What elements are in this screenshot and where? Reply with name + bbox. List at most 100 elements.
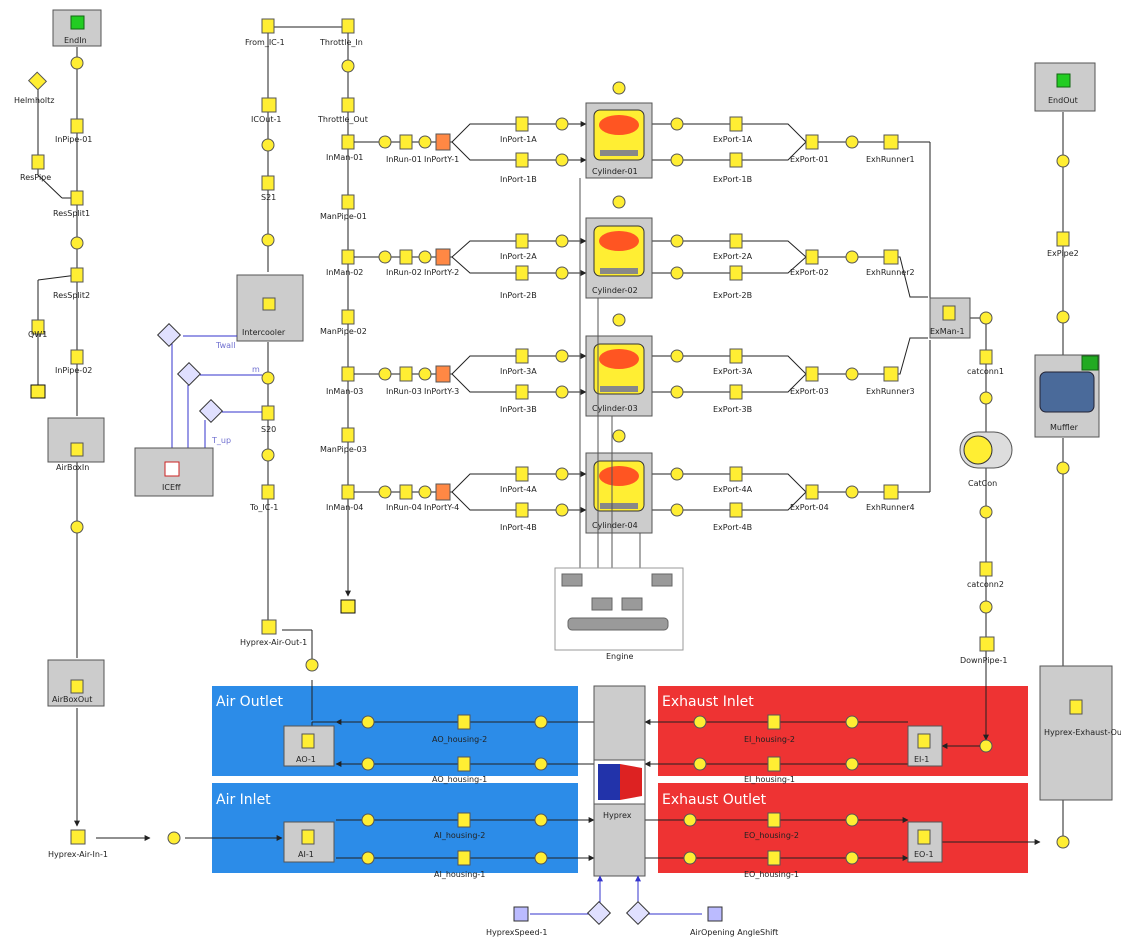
exhrunner-2-label: ExhRunner2 xyxy=(866,268,915,277)
cylinder-02[interactable]: Cylinder-02 xyxy=(586,196,652,298)
respipe-label: ResPipe xyxy=(20,173,51,182)
inman02-label: InMan-02 xyxy=(326,268,363,277)
cylinder-03-label: Cylinder-03 xyxy=(592,404,638,413)
iceff-block[interactable]: ICEff xyxy=(135,448,213,496)
injector-icon[interactable] xyxy=(613,314,625,326)
m-label: m xyxy=(252,365,260,374)
inman04-label: InMan-04 xyxy=(326,503,363,512)
endout-block[interactable]: EndOut xyxy=(1035,63,1095,111)
endin-label: EndIn xyxy=(64,36,87,45)
s20-block[interactable]: S20 xyxy=(261,406,276,434)
cylinder-03[interactable]: Cylinder-03 xyxy=(586,314,652,416)
endin-block[interactable]: EndIn xyxy=(53,10,101,46)
airboxout-label: AirBoxOut xyxy=(52,695,92,704)
from-ic-block[interactable]: From_IC-1 xyxy=(245,19,285,47)
eo-1-block[interactable]: EO-1 xyxy=(908,822,942,862)
ai-1-block[interactable]: AI-1 xyxy=(284,822,334,862)
inpipe01-block[interactable]: InPipe-01 xyxy=(55,119,92,144)
cylinder-02-label: Cylinder-02 xyxy=(592,286,638,295)
cylinder-01[interactable]: Cylinder-01 xyxy=(586,82,652,178)
hyprex-rotor-icon xyxy=(594,760,645,804)
eo-housing-1-label: EO_housing-1 xyxy=(744,870,799,879)
catcon-block[interactable]: CatCon xyxy=(960,432,1012,488)
hyprex-air-out-label: Hyprex-Air-Out-1 xyxy=(240,638,307,647)
orifice-icon[interactable] xyxy=(980,312,992,324)
airboxout-block[interactable]: AirBoxOut xyxy=(48,660,104,706)
hyprex-air-in-block[interactable]: Hyprex-Air-In-1 xyxy=(48,830,108,859)
injector-icon[interactable] xyxy=(613,196,625,208)
s21-block[interactable]: S21 xyxy=(261,176,276,202)
ai-housing-1-label: AI_housing-1 xyxy=(434,870,485,879)
cylinder-04[interactable]: Cylinder-04 xyxy=(586,430,652,533)
throttle-in-block[interactable]: Throttle_In xyxy=(319,19,363,47)
inport-3a-label: InPort-3A xyxy=(500,367,537,376)
air-opening-block[interactable]: AirOpening AngleShift xyxy=(690,907,778,937)
hyprex-exhaust-out-block[interactable]: Hyprex-Exhaust-Out-1 xyxy=(1040,666,1121,800)
muffler-block[interactable]: Muffler xyxy=(1035,355,1099,437)
orifice-icon[interactable] xyxy=(1057,462,1069,474)
orifice-icon[interactable] xyxy=(980,601,992,613)
orifice-icon[interactable] xyxy=(980,392,992,404)
orifice-icon[interactable] xyxy=(71,57,83,69)
orifice-icon[interactable] xyxy=(168,832,180,844)
ressplit2-block[interactable]: ResSplit2 xyxy=(53,268,90,300)
catconn2-block[interactable]: catconn2 xyxy=(967,562,1004,589)
orifice-icon[interactable] xyxy=(1057,155,1069,167)
export-04-label: ExPort-04 xyxy=(790,503,829,512)
orifice-icon[interactable] xyxy=(1057,311,1069,323)
ei-housing-1-label: EI_housing-1 xyxy=(744,775,795,784)
hyprex-main[interactable]: Hyprex xyxy=(594,686,645,876)
orifice-icon[interactable] xyxy=(980,740,992,752)
inrun-1-label: InRun-01 xyxy=(386,155,422,164)
orifice-icon[interactable] xyxy=(262,372,274,384)
throttle-out-label: Throttle_Out xyxy=(317,115,368,124)
export-03-label: ExPort-03 xyxy=(790,387,829,396)
expipe2-block[interactable]: ExPipe2 xyxy=(1047,232,1079,258)
inporty-2-label: InPortY-2 xyxy=(424,268,459,277)
downpipe-block[interactable]: DownPipe-1 xyxy=(960,637,1008,665)
inpipe02-block[interactable]: InPipe-02 xyxy=(55,350,92,375)
catconn1-block[interactable]: catconn1 xyxy=(967,350,1004,376)
airboxin-block[interactable]: AirBoxIn xyxy=(48,418,104,472)
from-ic-label: From_IC-1 xyxy=(245,38,285,47)
helmholtz-block[interactable]: Helmholtz xyxy=(14,72,54,105)
ao-1-block[interactable]: AO-1 xyxy=(284,726,334,766)
sensor-icon[interactable] xyxy=(588,902,611,925)
injector-icon[interactable] xyxy=(613,430,625,442)
engine-block[interactable]: Engine xyxy=(555,568,683,661)
exman-block[interactable]: ExMan-1 xyxy=(930,298,970,338)
sensor-icon[interactable] xyxy=(158,324,181,347)
exhaust-outlet-title: Exhaust Outlet xyxy=(662,792,767,808)
end-environment-icon[interactable] xyxy=(341,600,355,613)
to-ic-block[interactable]: To_IC-1 xyxy=(249,485,278,512)
intercooler-label: Intercooler xyxy=(242,328,286,337)
orifice-icon[interactable] xyxy=(262,234,274,246)
hyprex-air-in-label: Hyprex-Air-In-1 xyxy=(48,850,108,859)
icout-block[interactable]: ICOut-1 xyxy=(251,98,281,124)
hyprex-label: Hyprex xyxy=(603,811,632,820)
orifice-icon[interactable] xyxy=(306,659,318,671)
qw1-block[interactable]: QW1 xyxy=(28,320,47,339)
throttle-out-block[interactable]: Throttle_Out xyxy=(317,98,368,124)
twall-label: Twall xyxy=(215,341,235,350)
orifice-icon[interactable] xyxy=(262,449,274,461)
valve-icon[interactable] xyxy=(342,60,354,72)
orifice-icon[interactable] xyxy=(262,139,274,151)
hyprex-speed-label: HyprexSpeed-1 xyxy=(486,928,548,937)
ei-1-block[interactable]: EI-1 xyxy=(908,726,942,766)
inman03-label: InMan-03 xyxy=(326,387,363,396)
sensor-icon[interactable] xyxy=(178,363,201,386)
respipe-block[interactable]: ResPipe xyxy=(20,155,51,182)
orifice-icon[interactable] xyxy=(980,506,992,518)
orifice-icon[interactable] xyxy=(71,237,83,249)
hyprex-air-out-block[interactable]: Hyprex-Air-Out-1 xyxy=(240,620,307,647)
intercooler-block[interactable]: Intercooler xyxy=(237,275,303,341)
end-environment-icon[interactable] xyxy=(31,385,45,398)
sensor-icon[interactable] xyxy=(627,902,650,925)
orifice-icon[interactable] xyxy=(1057,836,1069,848)
injector-icon[interactable] xyxy=(613,82,625,94)
export-2a-label: ExPort-2A xyxy=(713,252,753,261)
orifice-icon[interactable] xyxy=(71,521,83,533)
hyprex-speed-block[interactable]: HyprexSpeed-1 xyxy=(486,907,548,937)
sensor-icon[interactable] xyxy=(200,400,223,423)
